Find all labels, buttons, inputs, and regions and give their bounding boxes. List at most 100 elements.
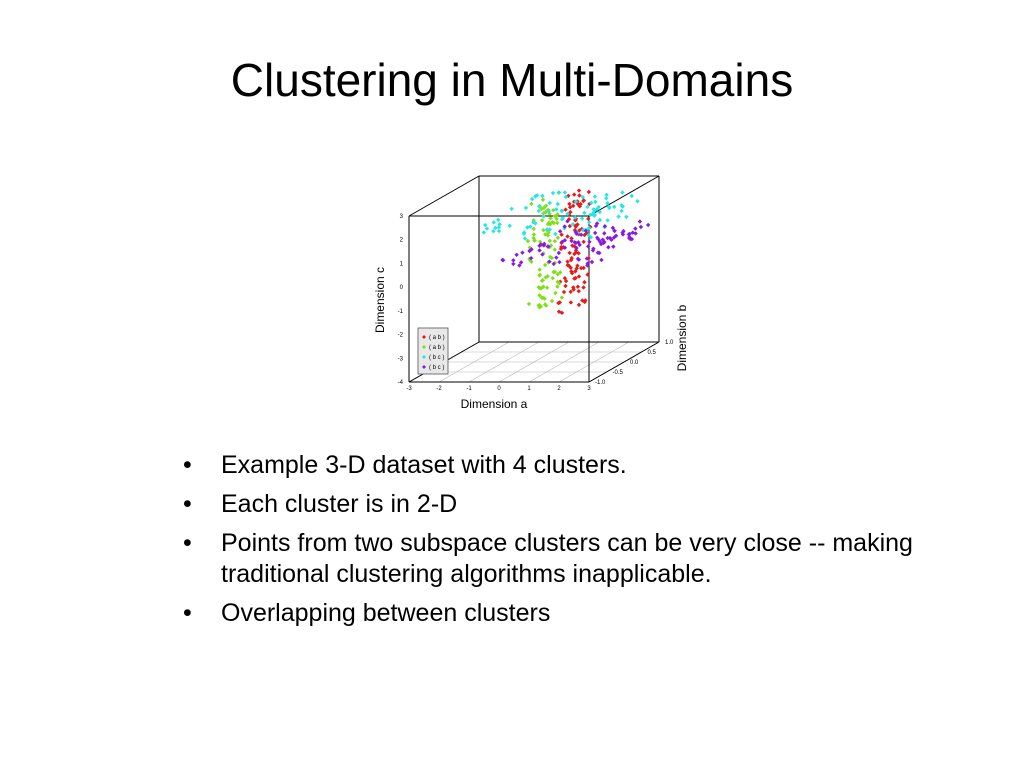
data-point xyxy=(531,232,537,237)
data-point xyxy=(537,239,543,244)
bullet-dot-icon: • xyxy=(183,451,192,479)
data-point xyxy=(496,217,501,223)
data-point xyxy=(562,245,568,250)
x-tick-label: 1 xyxy=(527,386,531,392)
data-point xyxy=(573,199,579,204)
data-point xyxy=(536,208,542,214)
legend-label: ( a b ) xyxy=(429,345,445,351)
data-point xyxy=(565,211,570,217)
data-point xyxy=(511,258,516,263)
bullet-text: Overlapping between clusters xyxy=(221,599,551,627)
data-point xyxy=(607,235,613,241)
bullet-item: • Overlapping between clusters xyxy=(180,598,1000,629)
y-tick-label: -1.0 xyxy=(595,380,606,386)
x-tick-label: -3 xyxy=(406,386,412,392)
data-point xyxy=(551,220,557,226)
x-tick-label: 3 xyxy=(587,386,591,392)
data-point xyxy=(619,208,624,214)
data-point xyxy=(537,248,542,253)
data-point xyxy=(624,214,629,220)
data-point xyxy=(572,227,578,233)
data-point xyxy=(559,310,565,316)
data-point xyxy=(551,207,556,213)
data-point xyxy=(568,300,574,305)
data-point xyxy=(540,197,546,202)
z-tick-label: 3 xyxy=(400,214,404,220)
data-point xyxy=(547,227,553,232)
data-point xyxy=(493,225,498,231)
x-tick-label: 2 xyxy=(557,386,561,392)
data-point xyxy=(551,261,556,267)
data-point xyxy=(565,259,570,264)
data-point xyxy=(545,233,551,238)
data-point xyxy=(514,252,519,257)
data-point xyxy=(539,206,544,212)
data-point xyxy=(582,232,587,238)
data-point xyxy=(539,218,545,223)
data-point xyxy=(522,236,528,241)
data-point xyxy=(599,257,604,263)
bullet-dot-icon: • xyxy=(183,599,192,627)
data-point xyxy=(554,255,559,260)
data-point xyxy=(541,214,546,219)
data-point xyxy=(635,199,640,204)
data-point xyxy=(577,204,582,209)
slide-title: Clustering in Multi-Domains xyxy=(230,54,794,106)
data-point xyxy=(611,244,616,249)
bullet-text: Each cluster is in 2-D xyxy=(221,490,458,518)
data-point xyxy=(573,229,578,235)
y-tick-label: 0.5 xyxy=(648,350,657,356)
data-point xyxy=(638,224,644,230)
data-point xyxy=(555,235,561,240)
box-edge xyxy=(588,341,660,383)
data-point xyxy=(620,204,625,209)
data-point xyxy=(531,226,536,232)
data-point xyxy=(577,242,582,248)
data-point xyxy=(547,220,552,225)
data-point xyxy=(483,222,488,228)
data-point xyxy=(528,255,534,261)
data-point xyxy=(563,283,568,289)
data-point xyxy=(606,245,611,250)
data-point xyxy=(578,265,584,271)
data-point xyxy=(554,207,559,212)
data-point xyxy=(580,194,585,200)
legend-marker xyxy=(422,345,426,349)
data-point xyxy=(491,228,496,234)
data-point xyxy=(576,302,582,308)
data-point xyxy=(581,239,586,245)
data-point xyxy=(536,204,542,209)
data-point xyxy=(554,216,559,222)
bullet-item: •Points from two subspace clusters can b… xyxy=(180,528,1000,590)
z-tick-label: 2 xyxy=(400,238,404,244)
data-point xyxy=(572,192,577,197)
data-point xyxy=(576,188,582,193)
data-point xyxy=(597,209,602,215)
data-point xyxy=(568,265,573,270)
data-point xyxy=(583,228,589,234)
data-point xyxy=(484,226,490,231)
data-point xyxy=(500,258,506,263)
legend-label: ( b c ) xyxy=(429,365,444,371)
z-tick-label: 0 xyxy=(400,285,404,291)
data-point xyxy=(481,230,486,235)
data-point xyxy=(605,218,610,223)
data-point xyxy=(536,285,541,290)
z-axis-label: Dimension c xyxy=(373,267,387,333)
bullet-item: •Each cluster is in 2-D xyxy=(180,489,1000,520)
data-point xyxy=(557,259,562,265)
data-point xyxy=(562,224,567,229)
data-point xyxy=(582,280,587,285)
data-point xyxy=(547,238,553,243)
data-point xyxy=(575,284,581,289)
data-point xyxy=(549,298,555,304)
legend-label: ( a b ) xyxy=(429,335,445,341)
data-point xyxy=(550,275,555,281)
data-point xyxy=(542,232,548,237)
data-point xyxy=(612,204,617,210)
data-point xyxy=(538,304,544,309)
data-point xyxy=(548,216,553,221)
data-point xyxy=(547,200,552,206)
